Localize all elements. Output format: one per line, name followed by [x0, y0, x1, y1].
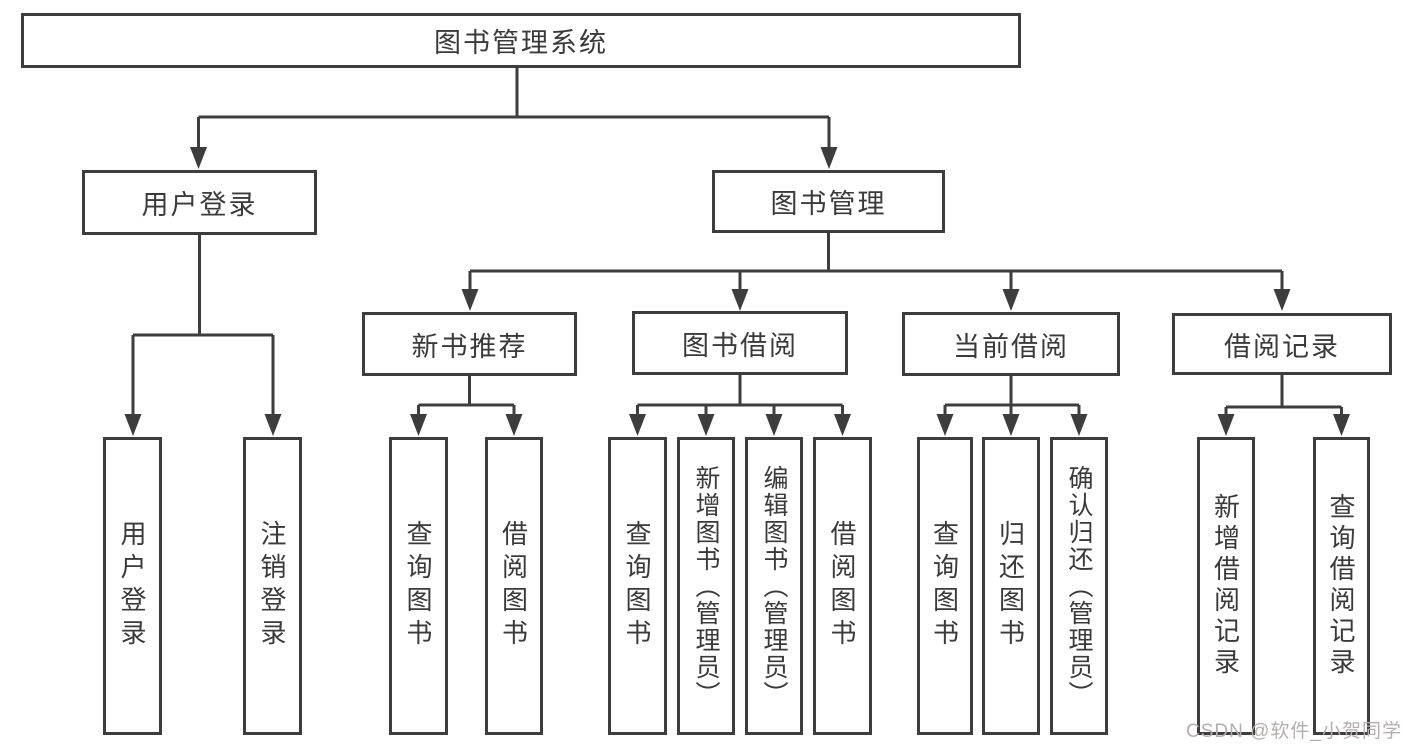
arrowhead-edit-book	[765, 414, 783, 436]
node-user-login: 用户登录	[82, 170, 317, 235]
node-leaf-add-book-admin: 新增图书（管理员）	[677, 437, 735, 735]
connector-root	[197, 68, 831, 149]
arrowhead-leaf-user-login	[124, 414, 142, 436]
connector-borrow-record	[1224, 375, 1343, 414]
arrowhead-query-book-1	[410, 414, 427, 436]
arrowhead-book-management	[820, 147, 838, 169]
arrowhead-leaf-logout	[264, 414, 282, 436]
node-current-borrow: 当前借阅	[902, 312, 1120, 376]
node-leaf-add-borrow-record: 新增借阅记录	[1197, 437, 1255, 735]
arrowhead-add-book	[697, 414, 715, 436]
arrowhead-borrow-record	[1273, 289, 1291, 311]
arrowhead-return-book	[1002, 414, 1020, 436]
node-book-borrow: 图书借阅	[632, 311, 848, 375]
arrowhead-book-borrow	[731, 289, 749, 311]
connector-book-management	[468, 233, 1284, 289]
arrowhead-query-book-2	[629, 414, 646, 436]
arrowhead-current-borrow	[1002, 289, 1020, 311]
arrowhead-borrow-book-2	[834, 414, 851, 436]
node-leaf-query-borrow-record: 查询借阅记录	[1313, 437, 1370, 735]
arrowhead-query-book-3	[936, 414, 954, 436]
connector-current-borrow	[943, 376, 1081, 414]
node-leaf-edit-book-admin: 编辑图书（管理员）	[745, 437, 803, 735]
node-leaf-return-book: 归还图书	[982, 437, 1040, 735]
node-leaf-confirm-return-admin: 确认归还（管理员）	[1050, 437, 1108, 735]
arrowhead-add-record	[1217, 414, 1235, 436]
arrowhead-confirm-return	[1070, 414, 1088, 436]
csdn-watermark: CSDN @软件_小贺同学	[1186, 721, 1402, 742]
node-new-book-recommend: 新书推荐	[362, 312, 577, 376]
connector-user-login	[131, 235, 275, 414]
connector-new-book-recommend	[417, 376, 516, 414]
node-leaf-borrow-book-borrow: 借阅图书	[813, 437, 872, 735]
node-leaf-logout: 注销登录	[243, 437, 302, 735]
arrowhead-query-record	[1333, 414, 1350, 436]
node-leaf-query-book-current: 查询图书	[917, 437, 973, 735]
node-leaf-borrow-book-recommend: 借阅图书	[485, 437, 543, 735]
node-borrow-record: 借阅记录	[1172, 313, 1392, 375]
arrowhead-new-book-recommend	[461, 289, 479, 311]
node-root-library-system: 图书管理系统	[21, 13, 1021, 68]
node-book-management: 图书管理	[712, 170, 945, 233]
node-leaf-query-book-borrow: 查询图书	[608, 437, 667, 735]
connector-book-borrow	[636, 375, 844, 414]
node-leaf-query-book-recommend: 查询图书	[389, 437, 448, 735]
arrowhead-user-login	[190, 147, 207, 169]
node-leaf-user-login: 用户登录	[103, 437, 162, 735]
arrowhead-borrow-book-1	[505, 414, 523, 436]
